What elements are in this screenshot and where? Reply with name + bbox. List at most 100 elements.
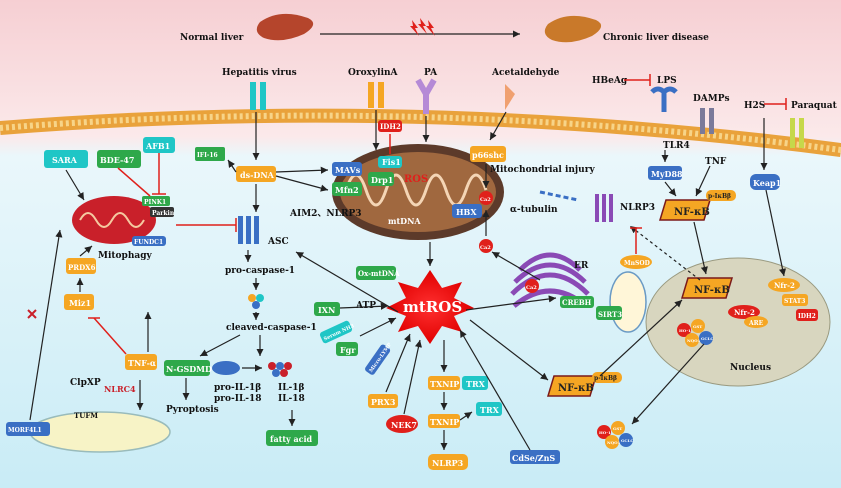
fgr-label: Fgr <box>340 345 356 355</box>
pink1-box <box>142 196 170 206</box>
dsdna-box <box>236 166 276 182</box>
pikb-top-box <box>706 190 736 201</box>
ca2-a-circle <box>479 191 493 205</box>
normal-liver-icon <box>256 13 314 41</box>
nfr2-nuc-label: Nfr-2 <box>734 308 755 317</box>
ixn-label: IXN <box>318 305 335 315</box>
hbx-label: HBX <box>456 207 477 217</box>
hepatitis-virus-label: Hepatitis virus <box>222 68 297 78</box>
pro-il-label: pro-IL-1β pro-IL-18 <box>214 383 264 404</box>
alpha-tubulin-label: α-tubulin <box>510 205 558 215</box>
nqo1-circle <box>685 333 699 347</box>
tnf-receptor-icon <box>700 108 714 134</box>
il-label: IL-1β IL-18 <box>278 383 308 404</box>
caspase-molecule-icon <box>248 294 264 309</box>
ca2-c-label: Ca2 <box>526 285 537 291</box>
mnsod-ellipse <box>620 255 652 269</box>
mitophagy-mitochondrion <box>72 196 156 244</box>
mtdna-label: mtDNA <box>388 216 421 226</box>
nek7-ellipse <box>386 415 418 433</box>
p66shc-label: p66shc <box>472 150 504 160</box>
cdse-label: CdSe/ZnS <box>512 453 555 463</box>
nlrc4-label: NLRC4 <box>104 384 136 394</box>
mfn2-label: Mfn2 <box>335 185 359 195</box>
drp1-box <box>368 172 394 186</box>
stat3-box <box>782 294 808 306</box>
il-line1: IL-1β <box>278 383 305 393</box>
tnf-label: TNF <box>705 157 727 167</box>
sara-box <box>44 150 88 168</box>
lps-label: LPS <box>657 76 677 86</box>
pa-label: PA <box>424 68 438 78</box>
ca2-b-label: Ca2 <box>480 245 491 251</box>
nfkb-bottom-box <box>546 375 598 397</box>
ngsdmd-box <box>164 360 210 376</box>
pro-il-line1: pro-IL-1β <box>214 383 261 393</box>
sara-label: SARA <box>52 155 78 165</box>
h2s-label: H2S <box>744 101 765 111</box>
sirt3-label: SIRT3 <box>598 310 622 319</box>
nfkb-bottom-label: NF-κB <box>558 383 594 394</box>
miz1-box <box>64 294 94 310</box>
trx-label: TRX <box>480 405 500 415</box>
gclc-b-circle <box>619 433 633 447</box>
pathway-arrows <box>29 110 787 451</box>
prdx6-label: PRDX6 <box>68 263 96 272</box>
pro-caspase1-label: pro-caspase-1 <box>225 266 295 276</box>
oroxylin-label: OroxylinA <box>348 68 399 78</box>
crebh-label: CREBH <box>562 298 592 307</box>
keap1-box <box>750 174 780 190</box>
txnip-box <box>428 414 460 428</box>
pro-il-line2: pro-IL-18 <box>214 394 262 404</box>
nfkb-top-label: NF-κB <box>674 207 710 218</box>
paraquat-label: Paraquat <box>791 101 838 111</box>
gst-b-circle <box>611 421 625 435</box>
nqo1-b-circle <box>605 435 619 449</box>
inhibition-lines <box>27 134 642 355</box>
idh2-label: IDH2 <box>798 313 816 320</box>
idh2-top-label: IDH2 <box>380 122 401 131</box>
gst-label: GST <box>693 324 702 329</box>
nek7-label: NEK7 <box>391 420 417 430</box>
fis1-box <box>378 156 402 168</box>
tufm-label: TUFM <box>74 411 98 420</box>
are-ellipse <box>744 316 768 328</box>
cleaved-caspase1-label: cleaved-caspase-1 <box>226 323 317 333</box>
tnfa-box <box>125 354 157 370</box>
p66shc-box <box>470 146 506 162</box>
acetaldehyde-channel-icon <box>505 84 515 110</box>
ifi16-box <box>195 147 225 161</box>
crebh-box <box>560 296 594 308</box>
gst-circle <box>691 319 705 333</box>
ros-label: ROS <box>404 174 428 185</box>
hbx-box <box>452 204 482 218</box>
pikb-bottom-box <box>592 372 622 383</box>
er-structure-icon <box>510 252 590 308</box>
afb1-label: AFB1 <box>145 141 170 151</box>
trx-box <box>476 402 502 416</box>
pikb-top-label: p-IκBβ <box>708 193 731 200</box>
atp-label: ATP <box>355 301 376 311</box>
mtros-label: mtROS <box>403 298 462 316</box>
nlrp3-receptor-icon <box>595 194 613 222</box>
fatty-acid-box <box>266 430 318 446</box>
gclc-label: GCLC <box>701 336 714 341</box>
ngsdmd-label: N-GSDMD <box>166 364 212 374</box>
pink1-label: PINK1 <box>144 199 166 206</box>
mtros-burst <box>386 270 474 344</box>
nqo1-b-label: NQO1 <box>607 440 621 445</box>
keap1-label: Keap1 <box>753 178 781 188</box>
tnfa-label: TNF-α <box>128 358 156 368</box>
hbeag-label: HBeAg <box>592 76 628 86</box>
drp1-label: Drp1 <box>371 175 393 185</box>
pikb-bottom-label: p-IκBβ <box>594 375 617 382</box>
serum-nh3-box <box>319 320 353 344</box>
nlrp3-bottom-box <box>428 454 468 470</box>
ifi16-label: IFI-16 <box>197 152 218 159</box>
aim2-nlrp3-label: AIM2、NLRP3 <box>289 209 361 219</box>
ca2-c-circle <box>525 279 539 293</box>
damps-label: DAMPs <box>693 94 730 104</box>
micro-lymp-box <box>365 344 391 375</box>
nfkb-top-box <box>658 199 712 221</box>
